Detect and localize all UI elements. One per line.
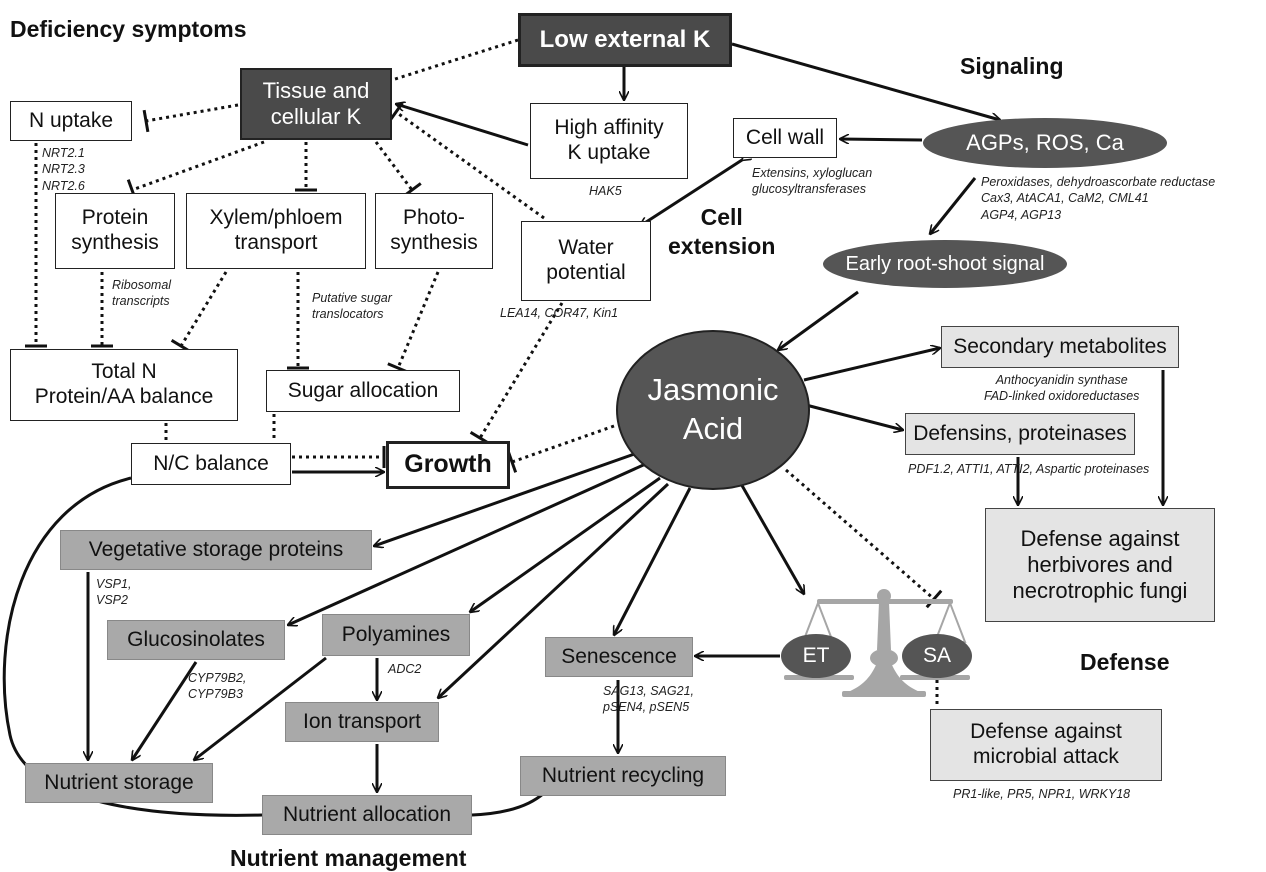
- note-peroxidases: Peroxidases, dehydroascorbate reductase …: [981, 175, 1216, 222]
- ja-to-et: [738, 481, 804, 594]
- ja-to-vsp: [374, 450, 641, 546]
- note-sag-genes: SAG13, SAG21, pSEN4, pSEN5: [603, 684, 695, 715]
- note-hak5: HAK5: [589, 184, 622, 198]
- node-growth: Growth: [386, 441, 510, 489]
- balance-scale-icon: [784, 589, 970, 697]
- node-early-root-shoot-signal: Early root-shoot signal: [823, 240, 1067, 288]
- agps-to-cell-wall: [840, 139, 923, 140]
- early-signal-to-ja: [778, 290, 859, 350]
- ja-to-polyamines: [470, 476, 661, 612]
- ja-to-sa: [785, 468, 935, 601]
- note-anthocyanidin: Anthocyanidin synthase FAD-linked oxidor…: [984, 373, 1140, 404]
- node-jasmonic-acid: Jasmonic Acid: [616, 330, 810, 490]
- note-nrt-genes: NRT2.1 NRT2.3 NRT2.6: [42, 146, 85, 193]
- node-secondary-metabolites: Secondary metabolites: [941, 326, 1179, 368]
- node-glucosinolates: Glucosinolates: [107, 620, 285, 660]
- node-senescence: Senescence: [545, 637, 693, 677]
- node-defensins-proteinases: Defensins, proteinases: [905, 413, 1135, 455]
- node-photosynthesis: Photo- synthesis: [375, 193, 493, 269]
- tissue-k-to-photosynthesis: [374, 141, 414, 191]
- ja-to-growth: [511, 424, 615, 464]
- node-water-potential: Water potential: [521, 221, 651, 301]
- ja-to-senescence: [612, 487, 692, 635]
- low-k-to-tissue-k: [391, 38, 519, 82]
- node-et: ET: [781, 634, 851, 678]
- node-nc-balance: N/C balance: [131, 443, 291, 485]
- heading-cell-extension: Cell extension: [668, 204, 776, 259]
- heading-deficiency-symptoms: Deficiency symptoms: [10, 16, 247, 42]
- ja-to-defensins: [805, 403, 903, 430]
- node-vegetative-storage-proteins: Vegetative storage proteins: [60, 530, 372, 570]
- ja-to-glucosinolates: [288, 460, 651, 625]
- note-adc2: ADC2: [388, 662, 422, 676]
- node-defense-herbivores: Defense against herbivores and necrotrop…: [985, 508, 1215, 622]
- note-cyp-genes: CYP79B2, CYP79B3: [188, 671, 247, 702]
- node-n-uptake: N uptake: [10, 101, 132, 141]
- high-affinity-to-tissue-k: [396, 104, 529, 147]
- node-polyamines: Polyamines: [322, 614, 470, 656]
- note-pdf12: PDF1.2, ATTI1, ATTI2, Aspartic proteinas…: [908, 462, 1150, 476]
- ja-to-ion-transport: [438, 482, 670, 698]
- tissue-k-to-protein: [131, 140, 265, 192]
- node-ion-transport: Ion transport: [285, 702, 439, 742]
- heading-signaling: Signaling: [960, 53, 1064, 79]
- water-potential-to-growth: [478, 302, 564, 439]
- xylem-to-total-n: [179, 271, 228, 347]
- note-ribosomal-transcripts: Ribosomal transcripts: [112, 278, 172, 309]
- polyamines-to-nutrient-storage: [194, 656, 327, 760]
- node-defense-microbial: Defense against microbial attack: [930, 709, 1162, 781]
- heading-defense: Defense: [1080, 649, 1170, 675]
- node-xylem-phloem-transport: Xylem/phloem transport: [186, 193, 366, 269]
- note-sugar-translocators: Putative sugar translocators: [312, 291, 392, 322]
- agps-to-early-signal: [930, 177, 977, 234]
- node-sa: SA: [902, 634, 972, 678]
- tissue-k-to-n-uptake-bar: [142, 109, 150, 133]
- glucosinolates-to-nutrient-storage: [132, 661, 198, 760]
- node-protein-synthesis: Protein synthesis: [55, 193, 175, 269]
- node-total-n: Total N Protein/AA balance: [10, 349, 238, 421]
- node-cell-wall: Cell wall: [733, 118, 837, 158]
- photosynthesis-to-sugar: [396, 271, 440, 369]
- water-potential-to-tissue-k: [395, 110, 545, 220]
- note-vsp-genes: VSP1, VSP2: [96, 577, 132, 608]
- node-low-external-k: Low external K: [518, 13, 732, 67]
- node-high-affinity-k-uptake: High affinity K uptake: [530, 103, 688, 179]
- note-lea14: LEA14, COR47, Kin1: [500, 306, 619, 320]
- node-sugar-allocation: Sugar allocation: [266, 370, 460, 412]
- low-k-to-agps: [731, 42, 1000, 120]
- node-nutrient-storage: Nutrient storage: [25, 763, 213, 803]
- node-tissue-cellular-k: Tissue and cellular K: [240, 68, 392, 140]
- node-agps-ros-ca: AGPs, ROS, Ca: [923, 118, 1167, 168]
- node-nutrient-allocation: Nutrient allocation: [262, 795, 472, 835]
- ja-to-secondary-metabolites: [803, 348, 940, 382]
- cell-wall-water-potential: [640, 160, 742, 226]
- heading-nutrient-management: Nutrient management: [230, 845, 467, 871]
- note-extensins: Extensins, xyloglucan glucosyltransferas…: [752, 166, 873, 197]
- tissue-k-to-n-uptake: [145, 103, 239, 123]
- note-pr1-genes: PR1-like, PR5, NPR1, WRKY18: [953, 787, 1131, 801]
- node-nutrient-recycling: Nutrient recycling: [520, 756, 726, 796]
